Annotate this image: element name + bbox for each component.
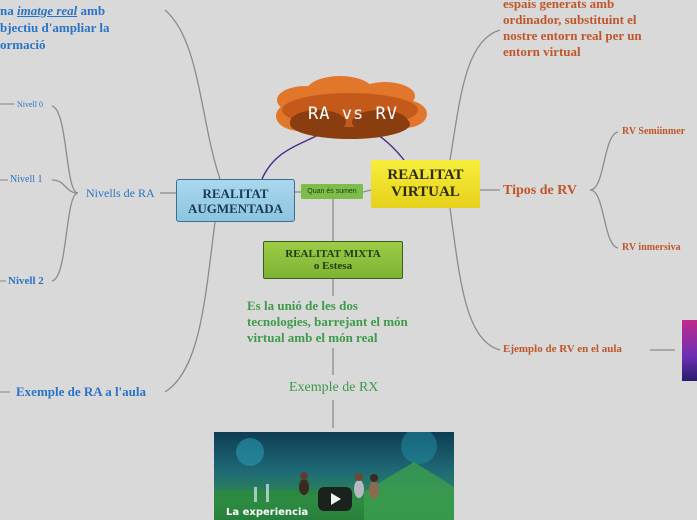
link-nivells-n1: [51, 179, 79, 194]
link-rv-ejemplo: [449, 207, 501, 351]
rv-def-line4: entorn virtual: [503, 44, 581, 59]
rv-semiinmersiva[interactable]: RV Semiinmer: [622, 126, 686, 137]
nivell-0[interactable]: Nivell 0: [17, 100, 43, 109]
rv-def-line1: espais generats amb: [503, 0, 615, 11]
rx-desc-line1: Es la unió de les dos: [247, 298, 358, 313]
rv-line1: REALITAT: [387, 167, 464, 183]
link-quan-rv: [362, 189, 372, 193]
link-tipos-semi: [589, 131, 619, 191]
rx-video-thumbnail[interactable]: La experiencia: [214, 432, 454, 520]
central-cloud[interactable]: [276, 76, 427, 139]
link-ra-exemple: [164, 221, 216, 393]
rv-def-line2: ordinador, substituint el: [503, 12, 637, 27]
ra-definition: na imatge real amb bjectiu d'ampliar la …: [0, 2, 170, 53]
ejemplo-rv-aula[interactable]: Ejemplo de RV en el aula: [503, 343, 622, 355]
rv-example-thumbnail[interactable]: [682, 320, 697, 381]
video-scene: [214, 432, 454, 520]
link-tipos-inm: [589, 189, 619, 249]
video-caption: La experiencia: [226, 507, 309, 518]
link-nivells-n2: [51, 192, 79, 282]
link-ra-intro: [164, 9, 221, 180]
rx-line2: o Estesa: [313, 260, 353, 272]
link-cloud-rv: [377, 134, 405, 161]
tipos-de-rv[interactable]: Tipos de RV: [503, 183, 577, 198]
ra-def-link[interactable]: imatge real: [16, 3, 78, 18]
link-cloud-ra: [261, 134, 319, 180]
link-nivells-n0: [51, 105, 79, 194]
rx-line1: REALITAT MIXTA: [285, 248, 381, 260]
exemple-ra-aula[interactable]: Exemple de RA a l'aula: [16, 384, 147, 399]
rv-inmersiva[interactable]: RV inmersiva: [622, 242, 681, 253]
rv-definition: espais generats amb ordinador, substitui…: [503, 0, 693, 60]
ra-line1: REALITAT: [202, 185, 269, 201]
link-rv-def: [449, 29, 501, 161]
quan-es-sumen-tag[interactable]: Quan és sumen: [301, 184, 363, 199]
ra-def-prefix: na: [0, 3, 17, 18]
ra-def-line3: ormació: [0, 37, 46, 52]
exemple-de-rx[interactable]: Exemple de RX: [289, 380, 379, 395]
rv-def-line3: nostre entorn real per un: [503, 28, 642, 43]
rx-description: Es la unió de les dos tecnologies, barre…: [247, 298, 447, 346]
rv-line2: VIRTUAL: [391, 184, 460, 200]
rx-desc-line3: virtual amb el món real: [247, 330, 378, 345]
play-icon: [331, 493, 341, 505]
nivell-2[interactable]: Nivell 2: [8, 275, 44, 287]
ra-def-line2: bjectiu d'ampliar la: [0, 20, 110, 35]
rx-desc-line2: tecnologies, barrejant el món: [247, 314, 408, 329]
play-button[interactable]: [318, 487, 352, 511]
nivell-1[interactable]: Nivell 1: [10, 174, 43, 185]
ra-def-rest: amb: [77, 3, 106, 18]
nivells-de-ra[interactable]: Nivells de RA: [86, 186, 155, 200]
central-title: RA vs RV: [308, 104, 398, 124]
ra-line2: AUGMENTADA: [187, 200, 284, 216]
